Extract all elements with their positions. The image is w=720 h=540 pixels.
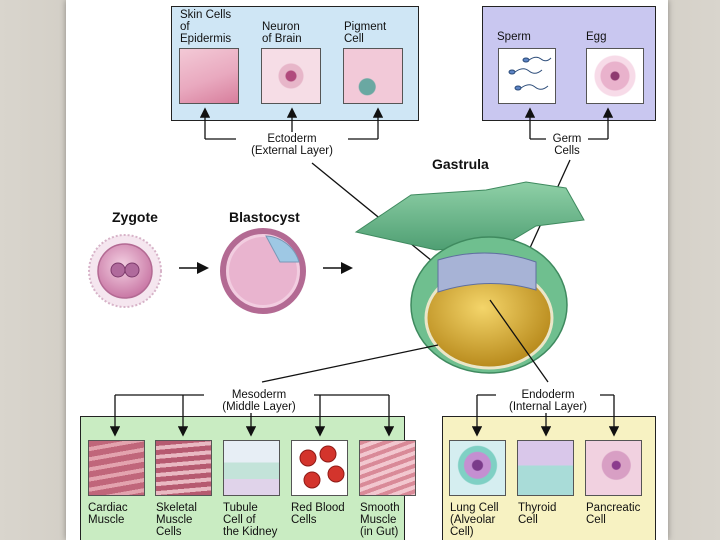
diagram-slide: Skin Cells of Epidermis Neuron of Brain … [66, 0, 668, 540]
pancreatic-cell-image [585, 440, 642, 496]
gastrula-illustration [354, 181, 585, 374]
endoderm-cell-label-lung: Lung Cell (Alveolar Cell) [450, 502, 499, 538]
pigment-cell-image [343, 48, 403, 104]
red-blood-cells-drawing [299, 445, 345, 489]
mesoderm-cell-label-smooth: Smooth Muscle (in Gut) [360, 502, 400, 538]
germ-cell-label-egg: Egg [586, 31, 607, 43]
sperm-drawing [508, 56, 552, 91]
sperm-image [498, 48, 556, 104]
ectoderm-cell-label-skin: Skin Cells of Epidermis [180, 9, 232, 45]
mesoderm-label: Mesoderm (Middle Layer) [204, 389, 314, 413]
blastocyst-label: Blastocyst [229, 209, 300, 225]
zygote-illustration [88, 234, 162, 308]
gastrula-label: Gastrula [432, 156, 489, 172]
endoderm-leader-line [489, 299, 549, 383]
egg-image [586, 48, 644, 104]
diagram-canvas [88, 56, 620, 489]
endoderm-label: Endoderm (Internal Layer) [496, 389, 600, 413]
neuron-image [261, 48, 321, 104]
mesoderm-cell-label-skeletal: Skeletal Muscle Cells [156, 502, 197, 538]
endoderm-cell-label-pancreatic: Pancreatic Cell [586, 502, 641, 526]
cardiac-muscle-image [88, 440, 145, 496]
mesoderm-cell-label-cardiac: Cardiac Muscle [88, 502, 128, 526]
ectoderm-cell-label-pigment: Pigment Cell [344, 21, 387, 45]
germ-cells-label: Germ Cells [546, 133, 588, 157]
mesoderm-leader-line [261, 344, 439, 383]
kidney-tubule-image [223, 440, 280, 496]
ectoderm-cell-label-neuron: Neuron of Brain [262, 21, 302, 45]
germ-cell-label-sperm: Sperm [497, 31, 531, 43]
thyroid-cell-image [517, 440, 574, 496]
ectoderm-label: Ectoderm (External Layer) [236, 133, 348, 157]
mesoderm-cell-label-rbc: Red Blood Cells [291, 502, 345, 526]
endoderm-cell-label-thyroid: Thyroid Cell [518, 502, 557, 526]
skin-cells-image [179, 48, 239, 104]
smooth-muscle-image [359, 440, 416, 496]
skeletal-muscle-image [155, 440, 212, 496]
mesoderm-connector [109, 394, 395, 437]
blastocyst-illustration [220, 228, 306, 314]
lung-cell-image [449, 440, 506, 496]
zygote-label: Zygote [112, 209, 158, 225]
mesoderm-cell-label-kidney: Tubule Cell of the Kidney [223, 502, 278, 538]
